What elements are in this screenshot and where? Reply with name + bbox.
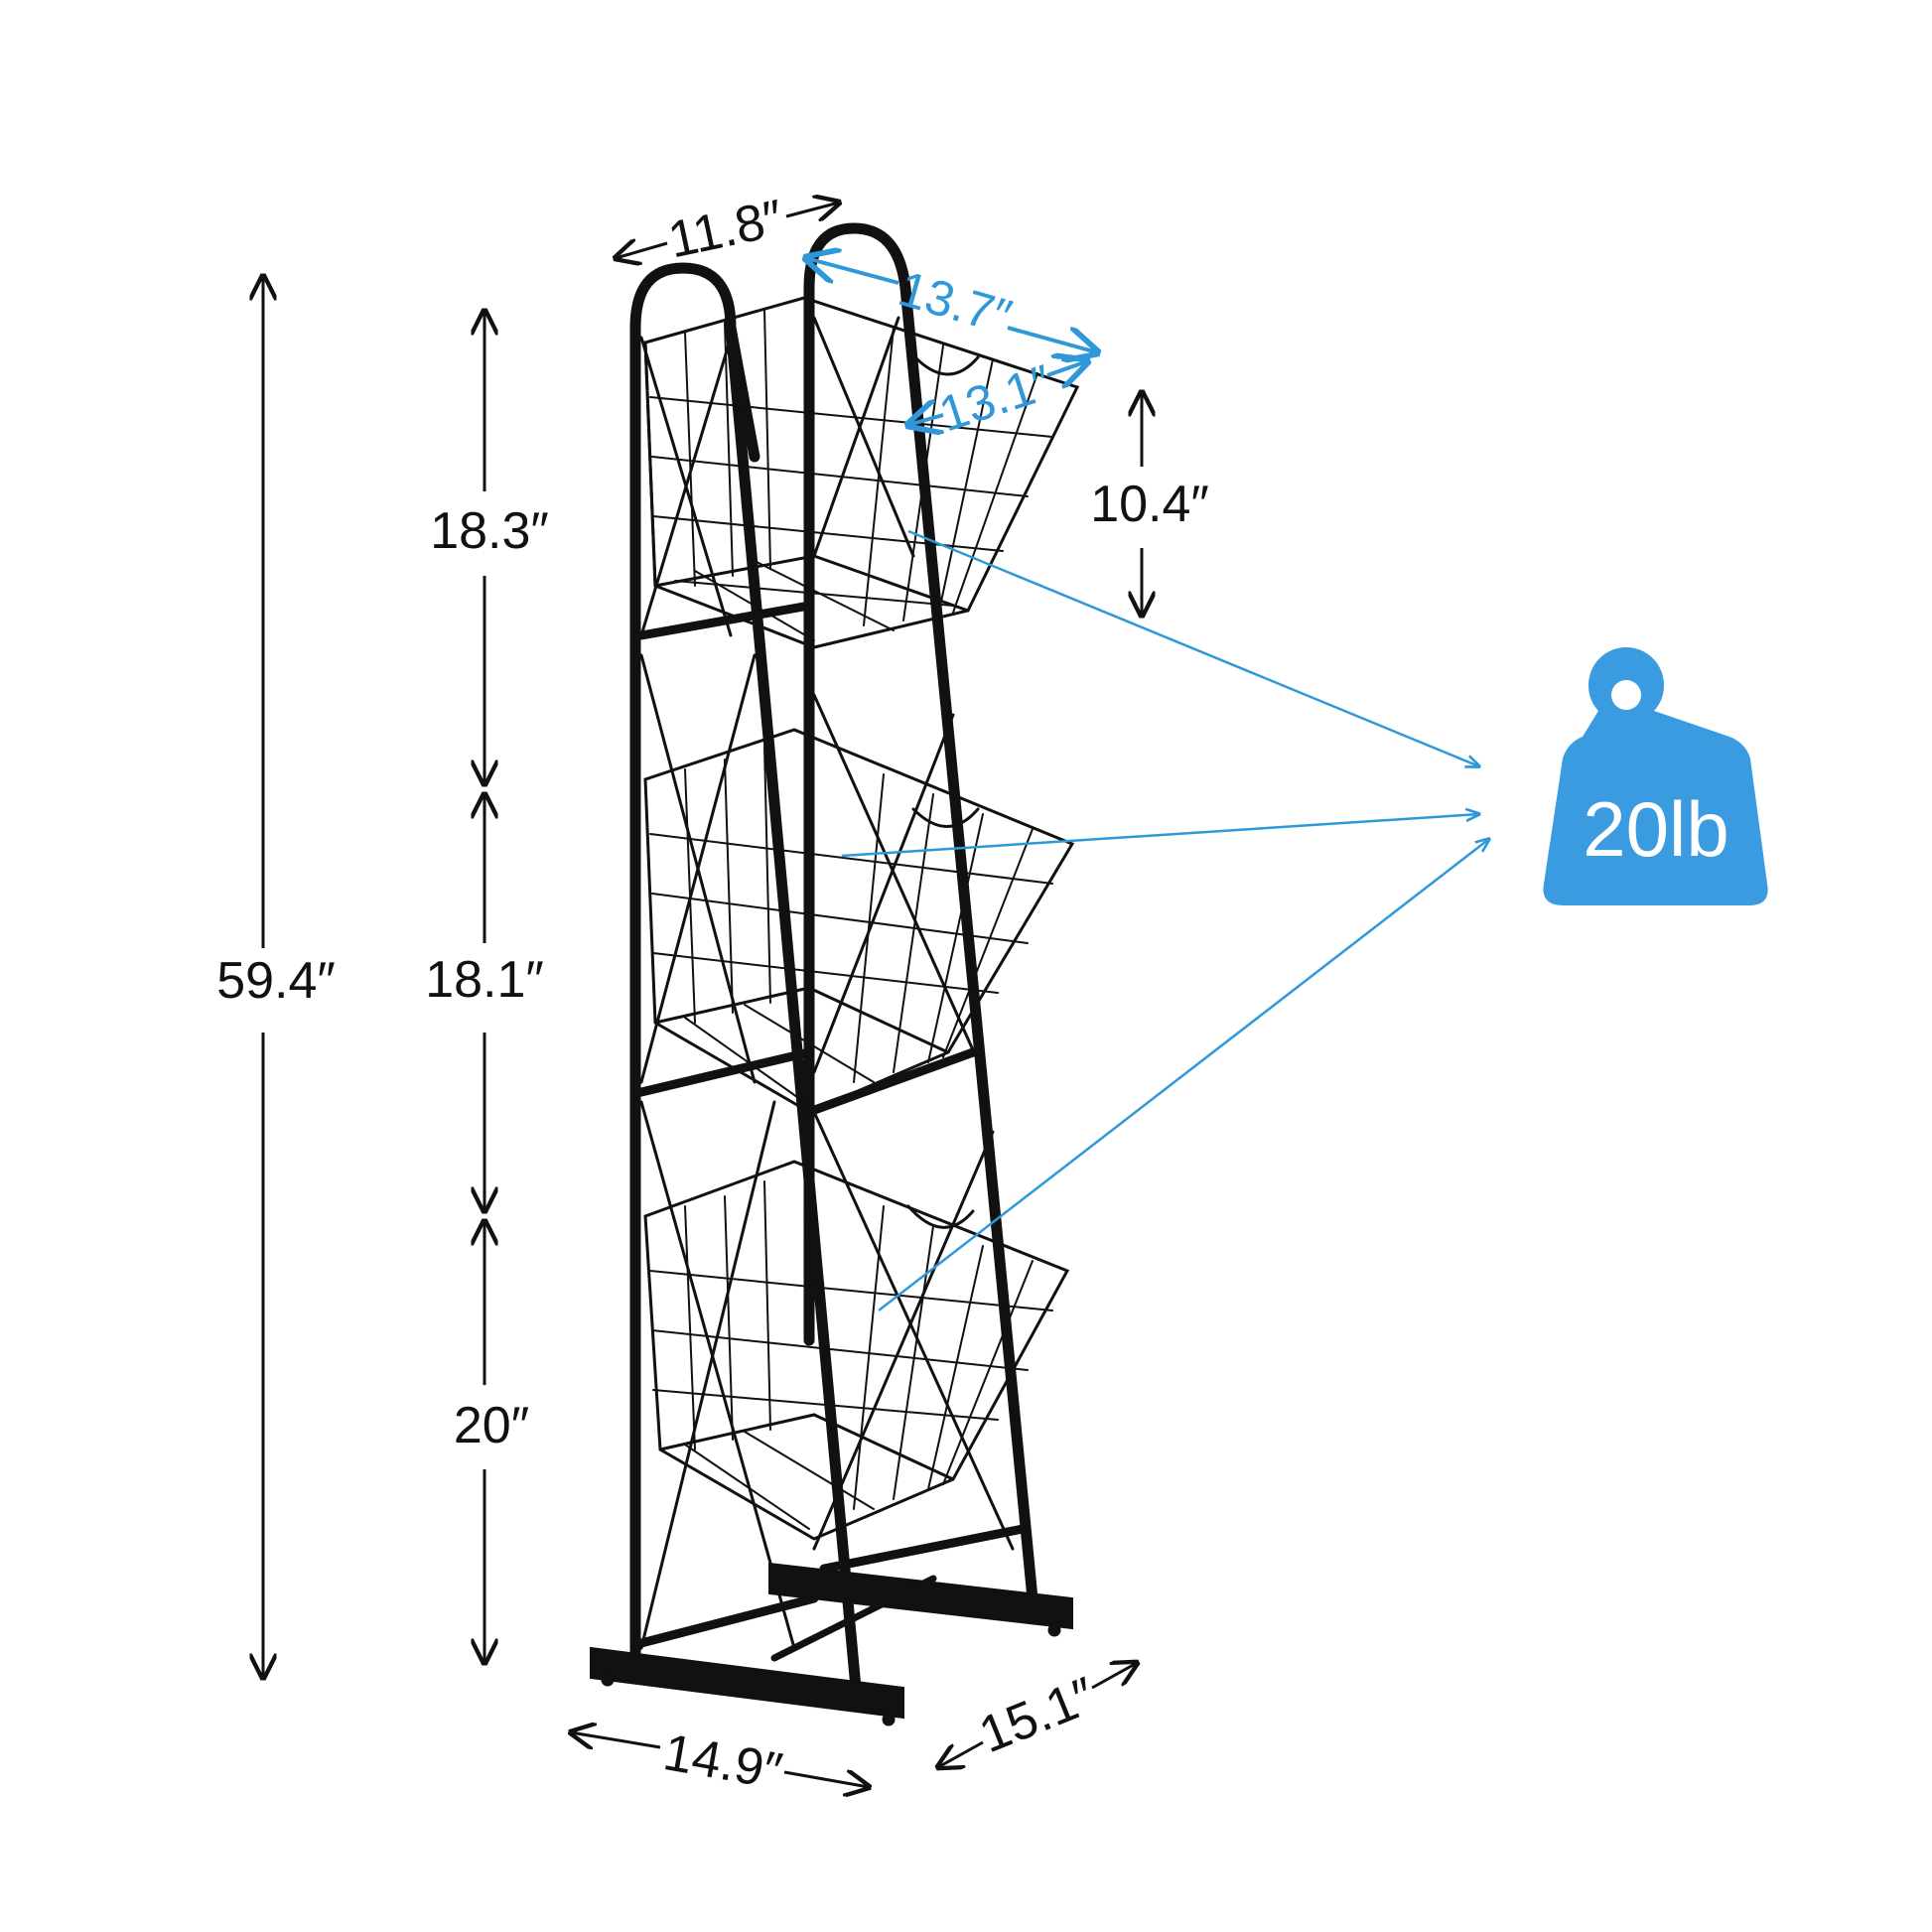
rack-cross-braces-left — [639, 336, 796, 1650]
dimension-base-depth: 15.1″ — [938, 1663, 1137, 1767]
dimension-base-width: 14.9″ — [571, 1724, 869, 1801]
tier-middle-height-label: 18.1″ — [425, 951, 544, 1009]
rack-tie-bars — [636, 601, 1028, 1648]
tier-top-height-label: 18.3″ — [430, 502, 549, 560]
top-width-label: 11.8″ — [663, 190, 787, 270]
dimension-basket-inner-width: 13.1″ — [908, 354, 1087, 443]
dimension-basket-depth: 10.4″ — [1090, 392, 1209, 616]
basket-depth-label: 10.4″ — [1090, 476, 1209, 533]
base-depth-label: 15.1″ — [972, 1667, 1104, 1765]
basket-inner-width-label: 13.1″ — [932, 354, 1058, 443]
basket-bottom — [643, 1160, 1070, 1541]
rack-rear-right-leg — [725, 322, 862, 1694]
rack-cross-braces-front — [812, 316, 1015, 1551]
weight-capacity-callout: 20lb — [841, 529, 1768, 1311]
weight-badge-hole — [1611, 680, 1641, 710]
tier-bottom-height-label: 20″ — [454, 1397, 529, 1454]
dimension-tier-bottom: 20″ — [454, 1221, 529, 1663]
dimension-tier-top: 18.3″ — [430, 311, 549, 784]
basket-rack-illustration — [590, 222, 1080, 1726]
capacity-pointer-lines — [841, 529, 1489, 1311]
rack-back-left-leg — [629, 262, 760, 1684]
dimension-basket-outer-width: 13.7″ — [806, 258, 1097, 352]
dimension-tier-middle: 18.1″ — [425, 794, 544, 1211]
base-width-label: 14.9″ — [659, 1724, 786, 1801]
basket-top — [643, 296, 1080, 649]
dimension-total-height: 59.4″ — [216, 276, 336, 1678]
basket-middle — [643, 728, 1075, 1114]
dimension-top-width: 11.8″ — [616, 190, 839, 270]
weight-icon: 20lb — [1543, 647, 1768, 905]
weight-capacity-label: 20lb — [1583, 785, 1728, 873]
rack-base — [590, 1562, 1073, 1726]
weight-badge-shape — [1543, 647, 1768, 905]
total-height-label: 59.4″ — [216, 952, 336, 1010]
